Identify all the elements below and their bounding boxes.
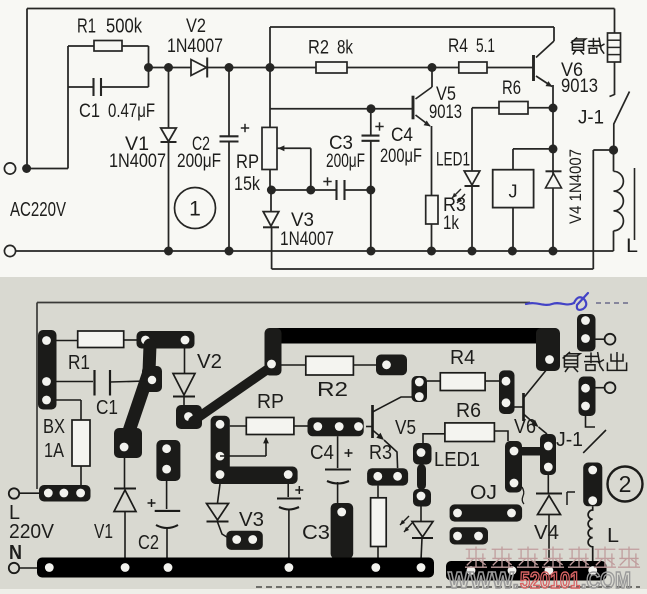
svg-text:R4: R4 xyxy=(448,36,468,57)
svg-text:R3: R3 xyxy=(443,195,466,216)
svg-text:9013: 9013 xyxy=(429,102,462,123)
svg-text:C1: C1 xyxy=(96,397,118,419)
svg-text:R1: R1 xyxy=(68,352,90,374)
svg-text:BX: BX xyxy=(43,416,65,438)
svg-text:V1: V1 xyxy=(125,134,149,155)
svg-text:200μF: 200μF xyxy=(380,146,422,167)
svg-text:J-1: J-1 xyxy=(556,429,583,451)
svg-text:V2: V2 xyxy=(186,16,206,37)
svg-text:1N4007: 1N4007 xyxy=(109,151,166,172)
svg-text:L: L xyxy=(626,236,638,257)
svg-text:R6: R6 xyxy=(456,400,481,422)
svg-text:V4 1N4007: V4 1N4007 xyxy=(566,149,585,224)
svg-text:1A: 1A xyxy=(44,440,65,462)
svg-text:J: J xyxy=(509,182,518,202)
svg-text:RP: RP xyxy=(236,152,259,173)
svg-text:V4: V4 xyxy=(534,522,559,544)
svg-text:200μF: 200μF xyxy=(326,151,365,172)
svg-text:RP: RP xyxy=(257,391,284,413)
svg-text:1N4007: 1N4007 xyxy=(280,229,334,250)
svg-text:200μF: 200μF xyxy=(177,151,221,172)
svg-text:L: L xyxy=(607,525,619,547)
svg-text:V5: V5 xyxy=(395,417,416,439)
svg-text:1: 1 xyxy=(189,198,201,221)
svg-text:.COM: .COM xyxy=(581,567,631,593)
svg-text:220V: 220V xyxy=(9,521,55,543)
svg-text:C2: C2 xyxy=(192,134,210,155)
svg-text:V5: V5 xyxy=(436,84,456,105)
svg-text:J-1: J-1 xyxy=(578,108,604,129)
svg-text:0.47μF: 0.47μF xyxy=(108,101,155,122)
svg-text:C4: C4 xyxy=(391,125,413,146)
svg-text:N: N xyxy=(9,542,22,564)
svg-text:V3: V3 xyxy=(239,509,264,531)
svg-text:C4: C4 xyxy=(310,442,334,464)
svg-text:1k: 1k xyxy=(443,213,459,234)
svg-text:2: 2 xyxy=(619,471,632,497)
svg-text:V3: V3 xyxy=(291,210,314,231)
svg-text:OJ: OJ xyxy=(470,482,497,504)
svg-text:C2: C2 xyxy=(138,532,159,554)
svg-text:C3: C3 xyxy=(329,133,353,154)
svg-text:8k: 8k xyxy=(337,38,353,59)
svg-text:15k: 15k xyxy=(234,174,260,195)
svg-text:V6: V6 xyxy=(561,60,583,81)
svg-text:LED1: LED1 xyxy=(434,449,480,471)
svg-text:L: L xyxy=(9,502,20,524)
svg-text:C3: C3 xyxy=(302,522,330,544)
svg-text:R1: R1 xyxy=(77,16,96,38)
svg-text:R2: R2 xyxy=(308,38,329,59)
svg-text:C1: C1 xyxy=(79,101,100,122)
svg-text:9013: 9013 xyxy=(561,76,598,97)
svg-text:500k: 500k xyxy=(106,16,143,38)
svg-text:V6: V6 xyxy=(514,416,536,438)
svg-text:R4: R4 xyxy=(450,347,475,369)
svg-text:LED1: LED1 xyxy=(436,150,470,171)
svg-text:WWW.: WWW. xyxy=(448,567,519,593)
svg-text:520101: 520101 xyxy=(520,567,580,593)
svg-text:V1: V1 xyxy=(94,521,113,543)
svg-text:R6: R6 xyxy=(502,78,521,99)
svg-text:V2: V2 xyxy=(197,351,222,373)
svg-text:AC220V: AC220V xyxy=(10,199,66,221)
svg-text:R3: R3 xyxy=(369,442,392,464)
svg-text:5.1: 5.1 xyxy=(476,36,495,57)
svg-text:R2: R2 xyxy=(317,379,348,401)
svg-text:1N4007: 1N4007 xyxy=(167,36,223,57)
